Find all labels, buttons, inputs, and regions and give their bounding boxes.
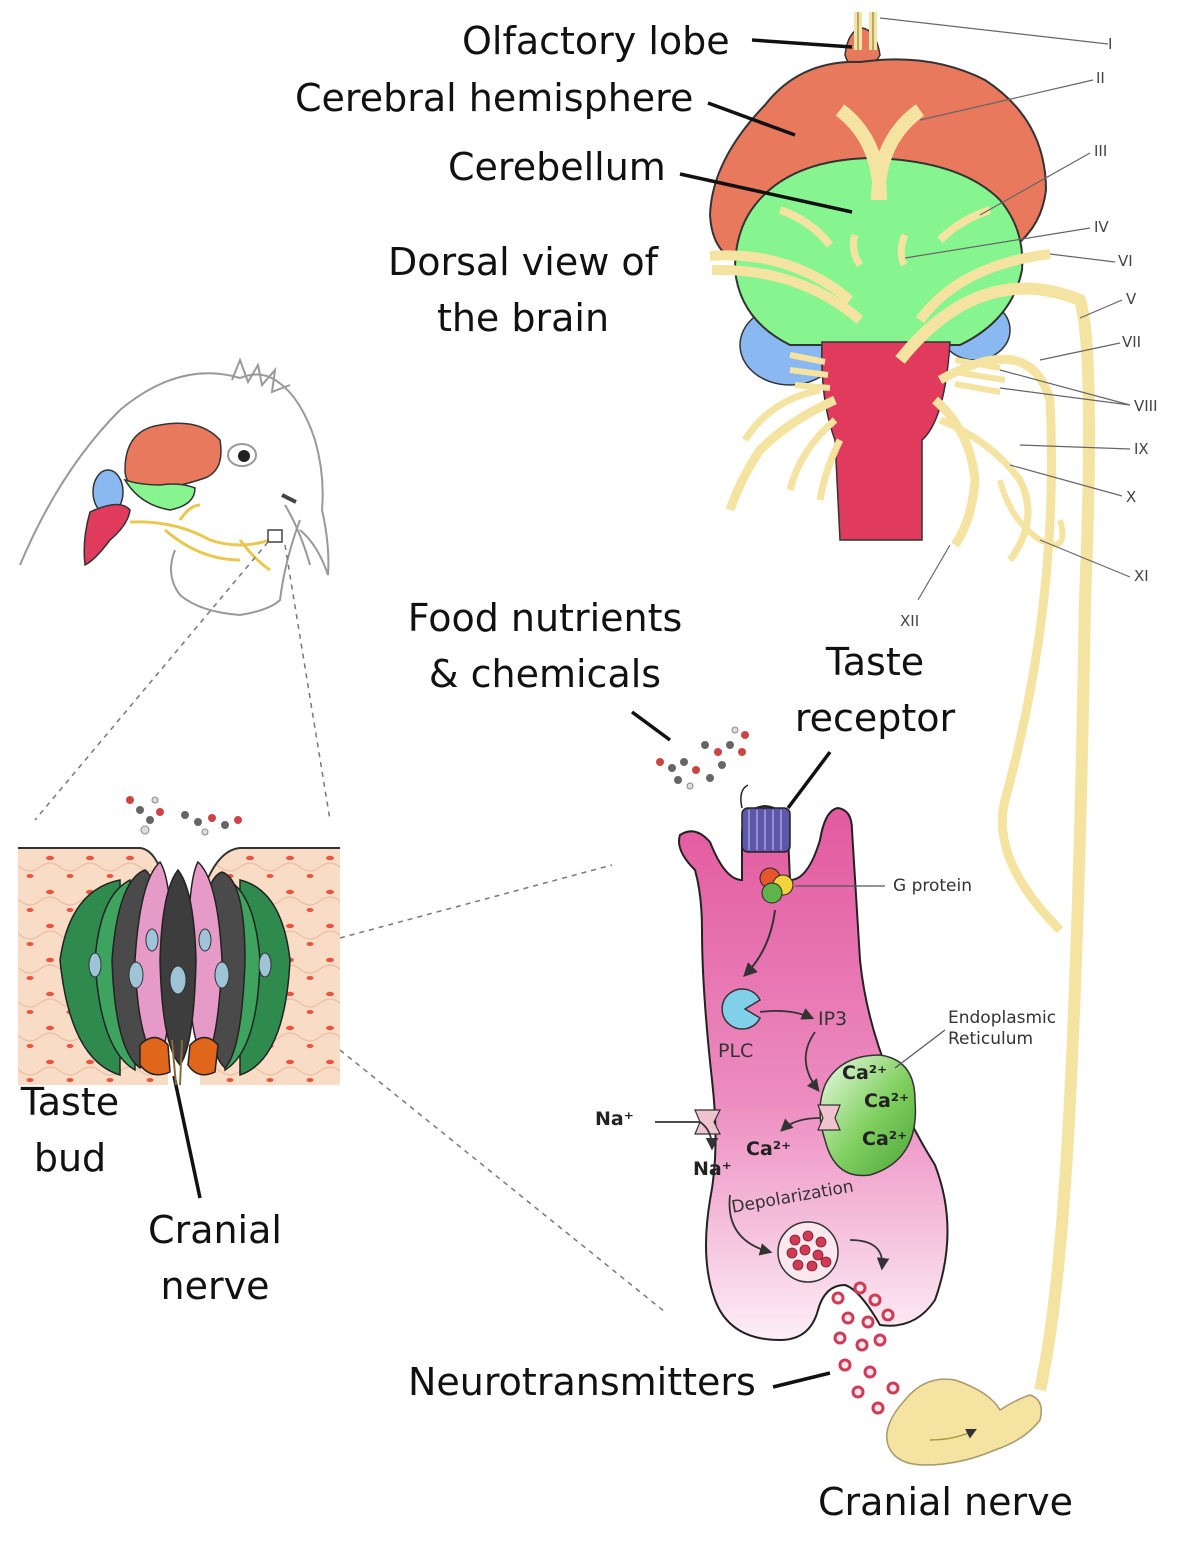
taste-receptor-cell xyxy=(655,784,1042,1466)
food-molecules xyxy=(656,726,749,790)
label-cranial-nerve-left-line2: nerve xyxy=(160,1263,270,1308)
nerve-terminal xyxy=(886,1378,1042,1466)
label-taste-receptor: Taste receptor xyxy=(775,640,975,741)
nerve-label-I: I xyxy=(1108,35,1113,53)
chicken-brain xyxy=(83,422,283,572)
label-na-inside: Na⁺ xyxy=(693,1158,732,1180)
label-endoplasmic-reticulum: Endoplasmic Reticulum xyxy=(948,1008,1056,1051)
label-ca-er-2: Ca²⁺ xyxy=(864,1090,910,1112)
nerve-label-leaders xyxy=(879,17,1131,601)
label-taste-receptor-line2: receptor xyxy=(794,695,956,740)
label-na-outside: Na⁺ xyxy=(595,1108,634,1130)
label-cerebellum: Cerebellum xyxy=(448,145,666,189)
label-food-nutrients: Food nutrients & chemicals xyxy=(395,596,695,697)
released-neurotransmitters xyxy=(831,1281,900,1415)
nerve-label-V: V xyxy=(1126,290,1137,308)
plc-enzyme xyxy=(721,988,761,1030)
label-cranial-nerve-left-line1: Cranial xyxy=(148,1208,282,1252)
label-leaders xyxy=(172,38,853,1389)
label-ca-cytosol: Ca²⁺ xyxy=(746,1138,792,1160)
brain-dorsal-view xyxy=(708,27,1048,541)
nerve-label-VIII: VIII xyxy=(1134,397,1158,415)
synaptic-vesicle xyxy=(777,1221,839,1283)
label-taste-bud-line2: bud xyxy=(33,1135,107,1180)
nerve-label-VI: VI xyxy=(1118,252,1133,270)
nerve-label-XII: XII xyxy=(900,612,920,630)
nerve-label-X: X xyxy=(1126,488,1137,506)
nerve-label-II: II xyxy=(1096,69,1105,87)
g-protein xyxy=(759,867,794,904)
label-g-protein: G protein xyxy=(893,876,973,896)
label-cerebral-hemisphere: Cerebral hemisphere xyxy=(295,76,694,120)
nerve-label-IX: IX xyxy=(1134,440,1149,458)
nerve-label-IV: IV xyxy=(1094,218,1109,236)
label-ca-er-1: Ca²⁺ xyxy=(842,1062,888,1084)
nerve-label-VII: VII xyxy=(1122,333,1142,351)
label-taste-bud-line1: Taste xyxy=(20,1080,120,1124)
taste-receptor-protein xyxy=(740,784,791,853)
label-dorsal-view-line1: Dorsal view of xyxy=(387,240,659,284)
label-food-line1: Food nutrients xyxy=(407,596,683,640)
label-cranial-nerve-bottom: Cranial nerve xyxy=(818,1480,1073,1524)
label-olfactory-lobe: Olfactory lobe xyxy=(462,19,730,63)
label-ca-er-3: Ca²⁺ xyxy=(862,1128,908,1150)
label-dorsal-view-line2: the brain xyxy=(436,295,610,340)
label-dorsal-view: Dorsal view of the brain xyxy=(378,240,668,341)
nerve-label-XI: XI xyxy=(1134,567,1149,585)
label-taste-receptor-line1: Taste xyxy=(825,640,925,684)
label-plc: PLC xyxy=(718,1040,754,1062)
label-cranial-nerve-left: Cranial nerve xyxy=(125,1208,305,1309)
label-food-line2: & chemicals xyxy=(428,651,662,696)
label-neurotransmitters: Neurotransmitters xyxy=(408,1360,756,1404)
chicken-head xyxy=(19,357,330,617)
nerve-label-III: III xyxy=(1094,142,1108,160)
label-taste-bud: Taste bud xyxy=(10,1080,130,1181)
label-ip3: IP3 xyxy=(818,1008,848,1030)
endoplasmic-reticulum xyxy=(819,1054,917,1177)
taste-bud xyxy=(18,796,340,1086)
label-er-line1: Endoplasmic xyxy=(948,1008,1057,1028)
taste-bud-molecules xyxy=(126,796,242,836)
label-er-line2: Reticulum xyxy=(948,1029,1034,1050)
zoom-lines xyxy=(34,541,666,1313)
